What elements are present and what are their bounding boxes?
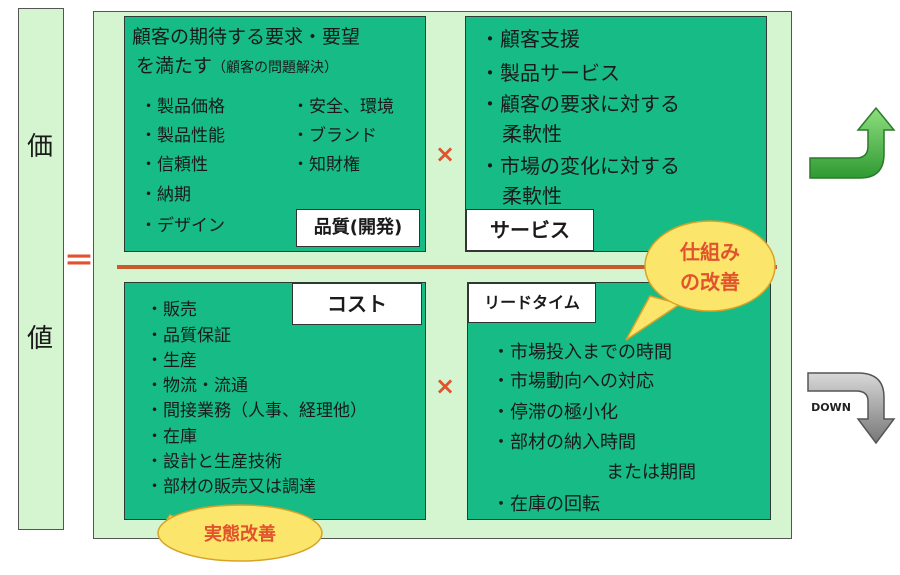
down-arrow-label: DOWN bbox=[811, 401, 851, 414]
quality-item: ・安全、環境 bbox=[292, 97, 394, 117]
service-item: ・顧客支援 bbox=[480, 27, 580, 51]
mechanism-bubble-shape bbox=[644, 220, 776, 312]
cost-item: ・部材の販売又は調達 bbox=[146, 477, 316, 497]
service-item: ・市場の変化に対する bbox=[480, 154, 680, 178]
service-item: ・製品サービス bbox=[480, 61, 620, 85]
quality-item: ・信頼性 bbox=[140, 155, 208, 175]
mechanism-bubble-line1: 仕組み bbox=[680, 240, 740, 264]
value-char-1: 価 bbox=[26, 132, 53, 162]
quality-title-line2: を満たす（顧客の問題解決） bbox=[136, 51, 338, 78]
actual-bubble-text: 実態改善 bbox=[204, 524, 276, 545]
leadtime-item: ・停滞の極小化 bbox=[492, 402, 618, 423]
quality-item: ・デザイン bbox=[140, 216, 225, 236]
quality-item: ・ブランド bbox=[292, 126, 377, 146]
quality-item: ・製品価格 bbox=[140, 97, 225, 117]
service-label: サービス bbox=[466, 209, 594, 251]
leadtime-item: ・市場動向への対応 bbox=[492, 371, 654, 392]
cost-item: ・設計と生産技術 bbox=[146, 452, 282, 472]
leadtime-item: ・部材の納入時間 bbox=[492, 432, 636, 453]
quality-title-note: （顧客の問題解決） bbox=[212, 60, 339, 76]
leadtime-item: ・在庫の回転 bbox=[492, 494, 600, 515]
cost-item: ・間接業務（人事、経理他） bbox=[146, 401, 367, 421]
quality-title-main: を満たす bbox=[136, 55, 213, 77]
value-box bbox=[18, 8, 64, 530]
service-item: ・顧客の要求に対する bbox=[480, 92, 680, 116]
cost-item: ・生産 bbox=[146, 351, 197, 371]
cost-label: コスト bbox=[292, 283, 422, 325]
quality-label: 品質(開発) bbox=[296, 209, 420, 247]
service-item: 柔軟性 bbox=[502, 184, 562, 208]
cost-item: ・品質保証 bbox=[146, 326, 231, 346]
service-item: 柔軟性 bbox=[502, 122, 562, 146]
leadtime-label: リードタイム bbox=[468, 283, 596, 323]
up-arrow-icon bbox=[809, 106, 896, 179]
quality-item: ・知財権 bbox=[292, 155, 360, 175]
cost-item: ・物流・流通 bbox=[146, 376, 248, 396]
mechanism-bubble-line2: の改善 bbox=[680, 270, 740, 294]
leadtime-item: または期間 bbox=[606, 462, 696, 483]
equals-sign: ＝ bbox=[64, 244, 94, 279]
cost-item: ・在庫 bbox=[146, 427, 197, 447]
down-arrow-icon bbox=[807, 372, 896, 445]
times-sign-bottom: × bbox=[434, 372, 456, 400]
quality-title-line1: 顧客の期待する要求・要望 bbox=[132, 26, 361, 48]
value-char-2: 値 bbox=[26, 324, 53, 354]
cost-item: ・販売 bbox=[146, 300, 197, 320]
quality-item: ・納期 bbox=[140, 185, 191, 205]
mechanism-bubble-shape bbox=[625, 295, 682, 341]
actual-bubble-shape bbox=[157, 504, 323, 562]
up-arrow-label: UP bbox=[822, 134, 846, 152]
divider-line bbox=[117, 265, 777, 269]
quality-item: ・製品性能 bbox=[140, 126, 225, 146]
times-sign-top: × bbox=[434, 140, 456, 168]
leadtime-item: ・市場投入までの時間 bbox=[492, 342, 672, 363]
